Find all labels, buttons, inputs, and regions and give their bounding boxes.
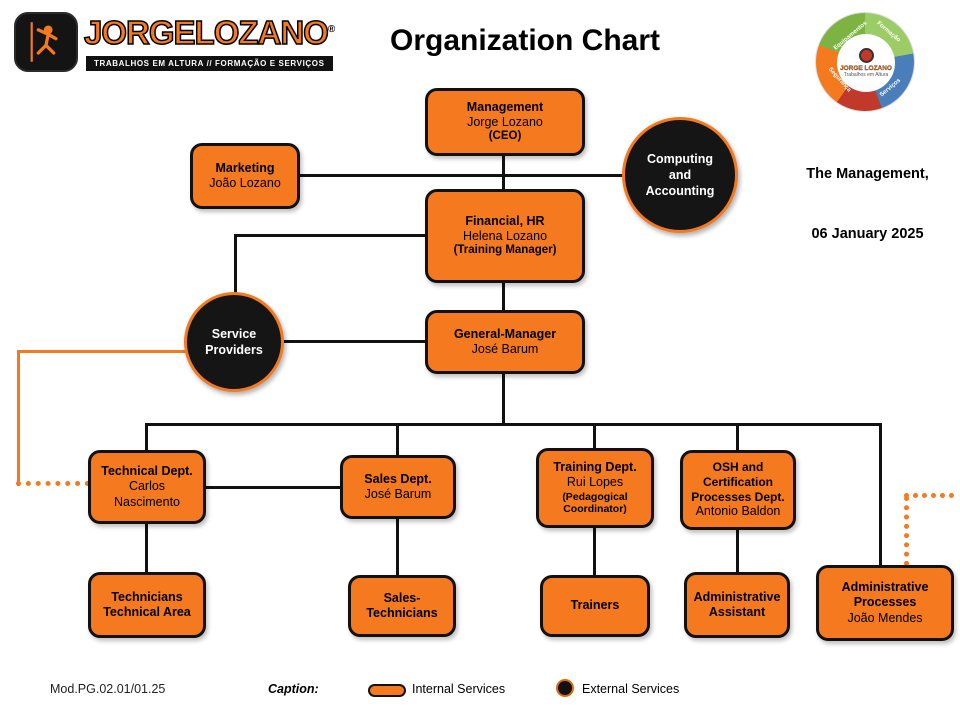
node-title: General-Manager — [453, 326, 557, 341]
climber-icon — [30, 22, 58, 62]
node-title: Administrative Processes — [841, 580, 929, 610]
document-code: Mod.PG.02.01/01.25 — [50, 682, 166, 696]
company-tagline: TRABALHOS EM ALTURA // FORMAÇÃO E SERVIÇ… — [86, 56, 333, 71]
connector — [593, 526, 596, 577]
org-node-sales-dept: Sales Dept. José Barum — [340, 455, 456, 519]
node-role: (Training Manager) — [453, 244, 557, 257]
connector — [593, 423, 596, 450]
connector — [282, 340, 427, 343]
org-node-financial-hr: Financial, HR Helena Lozano (Training Ma… — [425, 189, 585, 283]
external-connector-dotted — [904, 493, 954, 498]
connector — [396, 517, 399, 577]
org-node-osh-dept: OSH and Certification Processes Dept. An… — [680, 450, 796, 530]
node-title: Computing and Accounting — [645, 151, 715, 199]
badge-brand: JORGE LOZANO — [839, 65, 892, 72]
node-person: Carlos Nascimento — [114, 479, 180, 509]
connector — [879, 423, 882, 567]
caption-label: Caption: — [268, 682, 319, 696]
node-person: João Mendes — [847, 610, 923, 625]
connector — [299, 174, 624, 177]
node-title: Training Dept. — [553, 460, 637, 475]
connector — [204, 486, 342, 489]
org-node-service-providers: Service Providers — [184, 292, 284, 392]
company-logo-icon — [14, 12, 78, 72]
quality-badge-logo: Equipamentos Formação Serviços Segurança… — [815, 12, 915, 112]
node-title: Sales-Technicians — [366, 590, 438, 620]
external-services-swatch — [556, 679, 574, 697]
org-node-management: Management Jorge Lozano (CEO) — [425, 88, 585, 156]
connector — [736, 528, 739, 574]
connector — [502, 281, 505, 312]
connector — [502, 155, 505, 191]
external-connector-dotted — [904, 496, 909, 566]
brand-text: JORGELOZANO — [83, 13, 329, 52]
company-wordmark: JORGELOZANO® — [83, 13, 335, 52]
node-title: Administrative Assistant — [693, 589, 781, 619]
connector — [396, 423, 399, 457]
node-title: Technical Dept. — [101, 464, 193, 479]
node-title: Sales Dept. — [364, 471, 432, 486]
org-node-general-manager: General-Manager José Barum — [425, 310, 585, 374]
node-title: Service Providers — [205, 326, 263, 357]
connector — [145, 522, 148, 574]
node-role: (Pedagogical Coordinator) — [562, 490, 628, 516]
date-note: 06 January 2025 — [811, 226, 924, 242]
management-note: The Management, — [806, 166, 929, 182]
node-title: Technicians Technical Area — [103, 589, 191, 619]
external-connector-dotted — [16, 481, 90, 486]
org-node-administrative-assistant: Administrative Assistant — [684, 572, 790, 638]
registered-mark: ® — [327, 24, 335, 35]
connector — [502, 372, 505, 425]
node-person: Antonio Baldon — [695, 504, 781, 519]
page-title: Organization Chart — [389, 24, 660, 57]
org-node-training-dept: Training Dept. Rui Lopes (Pedagogical Co… — [536, 448, 654, 528]
node-title: Financial, HR — [465, 213, 545, 228]
node-title: Management — [466, 99, 544, 114]
connector — [234, 234, 427, 237]
connector — [736, 423, 739, 452]
node-title: Marketing — [215, 160, 275, 175]
external-connector — [17, 350, 20, 486]
legend-external-label: External Services — [582, 682, 680, 696]
connector — [145, 423, 148, 452]
org-node-technicians: Technicians Technical Area — [88, 572, 206, 638]
external-connector — [17, 350, 187, 353]
node-role: (CEO) — [488, 130, 522, 143]
org-node-computing-accounting: Computing and Accounting — [622, 117, 738, 233]
node-person: José Barum — [471, 342, 539, 356]
connector — [234, 234, 237, 294]
node-person: Jorge Lozano — [467, 115, 543, 130]
node-title: Trainers — [570, 598, 620, 613]
badge-center: JORGE LOZANO Trabalhos em Altura — [837, 34, 895, 92]
org-node-marketing: Marketing João Lozano — [190, 143, 300, 209]
node-person: João Lozano — [209, 176, 281, 190]
org-node-administrative-processes: Administrative Processes João Mendes — [816, 565, 954, 641]
node-person: Helena Lozano — [462, 229, 548, 244]
node-person: José Barum — [364, 487, 432, 501]
node-person: Rui Lopes — [566, 475, 624, 490]
node-title: OSH and Certification Processes Dept. — [691, 460, 785, 504]
org-node-sales-technicians: Sales-Technicians — [348, 575, 456, 637]
badge-emblem-icon — [858, 48, 874, 63]
internal-services-swatch — [368, 684, 406, 697]
org-node-technical-dept: Technical Dept. Carlos Nascimento — [88, 450, 206, 524]
badge-subtitle: Trabalhos em Altura — [843, 72, 889, 78]
legend-internal-label: Internal Services — [412, 682, 506, 696]
org-node-trainers: Trainers — [540, 575, 650, 637]
connector — [145, 423, 882, 426]
